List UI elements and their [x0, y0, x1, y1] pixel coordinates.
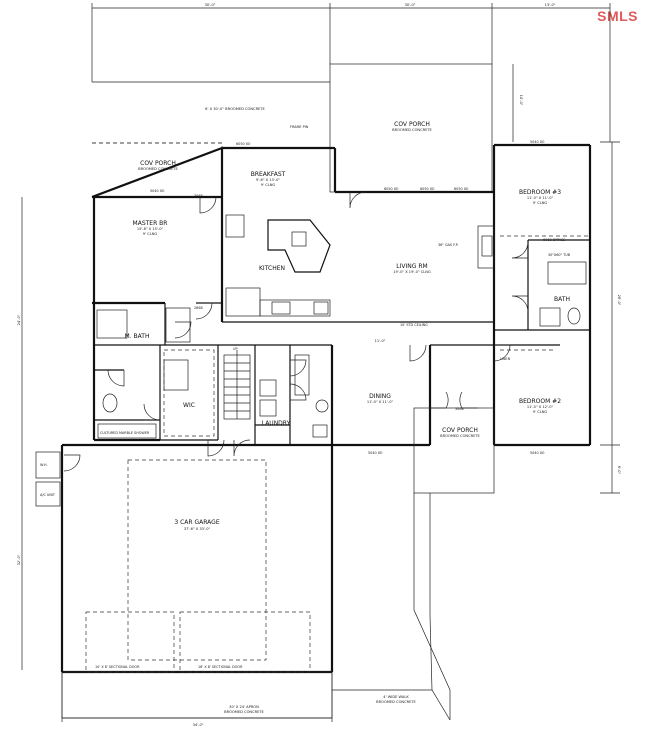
wh-note: W.H.	[40, 463, 48, 467]
dim-porch-depth: 10'-0"	[519, 95, 523, 106]
cov-porch-left-label: COV PORCH	[140, 160, 176, 167]
dimension-lines	[21, 3, 620, 722]
dining-sub: 11'-0" X 11'-0"	[367, 400, 394, 404]
dim-left-garage: 32'-0"	[17, 554, 21, 565]
cultured-note: CULTURED MARBLE SHOWER	[100, 431, 150, 435]
tub-note: 30"X60" TUB	[548, 253, 571, 257]
window-tag-bed2: 5040 XO	[530, 451, 545, 455]
linen-note: LINEN	[500, 357, 511, 361]
master-label: MASTER BR	[133, 220, 168, 227]
dim-left-side: 24'-0"	[17, 314, 21, 325]
wic-label: WIC	[183, 402, 195, 409]
cov-porch-left-sub: BROOMED CONCRETE	[138, 167, 178, 171]
door-10-note: 10' X 8' SECTIONAL DOOR	[95, 665, 140, 669]
breakfast-sub1: 9'-6" X 13'-0"	[256, 178, 280, 182]
cov-porch-right-slab	[413, 407, 495, 494]
kitchen-label: KITCHEN	[259, 265, 285, 272]
walk-sub1: 4' WIDE WALK	[383, 695, 409, 699]
window-tag-living-2: 6050 XO	[420, 187, 435, 191]
cov-porch-top-sub: BROOMED CONCRETE	[392, 128, 432, 132]
fixtures	[96, 214, 588, 439]
garage-car-zone	[127, 459, 267, 661]
garage-door-right-zone	[179, 611, 311, 673]
laundry-label: LAUNDRY	[262, 420, 291, 427]
dim-top-left: 30'-0"	[205, 3, 216, 7]
door-tag-porch: 3068	[455, 407, 464, 411]
interior-walls	[94, 239, 590, 445]
stairs-up-note: UP	[233, 347, 238, 351]
garage-sub: 37'-6" X 33'-0"	[184, 527, 211, 531]
door-16-note: 16' X 8' SECTIONAL DOOR	[198, 665, 243, 669]
ac-note: A/C UNIT	[40, 493, 56, 497]
smls-logo: SMLS	[597, 8, 638, 24]
std-ceiling-note: 10' STD CEILING	[400, 323, 428, 327]
living-label: LIVING RM	[396, 263, 427, 270]
bedroom2-label: BEDROOM #2	[519, 398, 561, 405]
dim-dining-w: 11'-0"	[375, 339, 386, 343]
ac-unit-box	[35, 481, 61, 507]
garage-door-left-zone	[85, 611, 175, 673]
frame-pin-note: FRAME PIN	[290, 125, 309, 129]
dim-top-right: 13'-0"	[545, 3, 556, 7]
cov-porch-right-sub: BROOMED CONCRETE	[440, 434, 480, 438]
gas-fp-note: 36" GAS F.P.	[438, 243, 458, 247]
window-tag-dining: 5040 XO	[368, 451, 383, 455]
cov-porch-top-label: COV PORCH	[394, 121, 430, 128]
bedroom2-sub1: 11'-0" X 12'-0"	[527, 405, 554, 409]
driveway-sub1: 30' X 24' APRON	[229, 705, 259, 709]
window-tag-breakfast: 6050 XO	[236, 142, 251, 146]
mbath-label: M. BATH	[125, 333, 150, 340]
bypass-note: 6068 BYPASS	[543, 238, 565, 242]
driveway-sub2: BROOMED CONCRETE	[224, 710, 264, 714]
walk-edge-outer	[413, 493, 451, 720]
dining-label: DINING	[369, 393, 391, 400]
water-heater-box	[35, 451, 61, 479]
window-tag-master: 5040 XO	[150, 189, 165, 193]
bedroom3-label: BEDROOM #3	[519, 189, 561, 196]
garage-label: 3 CAR GARAGE	[174, 519, 219, 526]
breakfast-sub2: 9' CLNG	[261, 183, 276, 187]
dim-right-small: 6'-0"	[617, 466, 621, 475]
door-tag-master: 3068	[194, 194, 203, 198]
door-tag-mbr: 2868	[194, 306, 203, 310]
living-sub: 19'-0" X 19'-0" CLNG	[393, 270, 431, 274]
bedroom3-sub1: 11'-0" X 11'-0"	[527, 196, 554, 200]
dim-bottom: 34'-0"	[193, 723, 204, 727]
bedroom2-sub2: 9' CLNG	[533, 410, 548, 414]
master-sub1: 15'-8" X 15'-0"	[137, 227, 164, 231]
cov-porch-right-label: COV PORCH	[442, 427, 478, 434]
apron-edge	[332, 689, 451, 721]
window-tag-living-3: 6050 XO	[454, 187, 469, 191]
window-tag-bed3: 5040 XO	[530, 140, 545, 144]
walk-edge-inner	[429, 493, 433, 691]
bedroom3-sub2: 9' CLNG	[533, 201, 548, 205]
door-swings	[63, 191, 529, 472]
dim-top-mid: 30'-0"	[405, 3, 416, 7]
patio-top-sub: 6' X 30'-0" BROOMED CONCRETE	[205, 107, 265, 111]
master-sub2: 9' CLNG	[143, 232, 158, 236]
breakfast-label: BREAKFAST	[251, 171, 286, 178]
garage-apron	[61, 671, 333, 719]
bath-label: BATH	[554, 296, 570, 303]
walk-sub2: BROOMED CONCRETE	[376, 700, 416, 704]
dim-right-side: 28'-0"	[617, 295, 621, 306]
window-tag-living-1: 6050 XO	[384, 187, 399, 191]
